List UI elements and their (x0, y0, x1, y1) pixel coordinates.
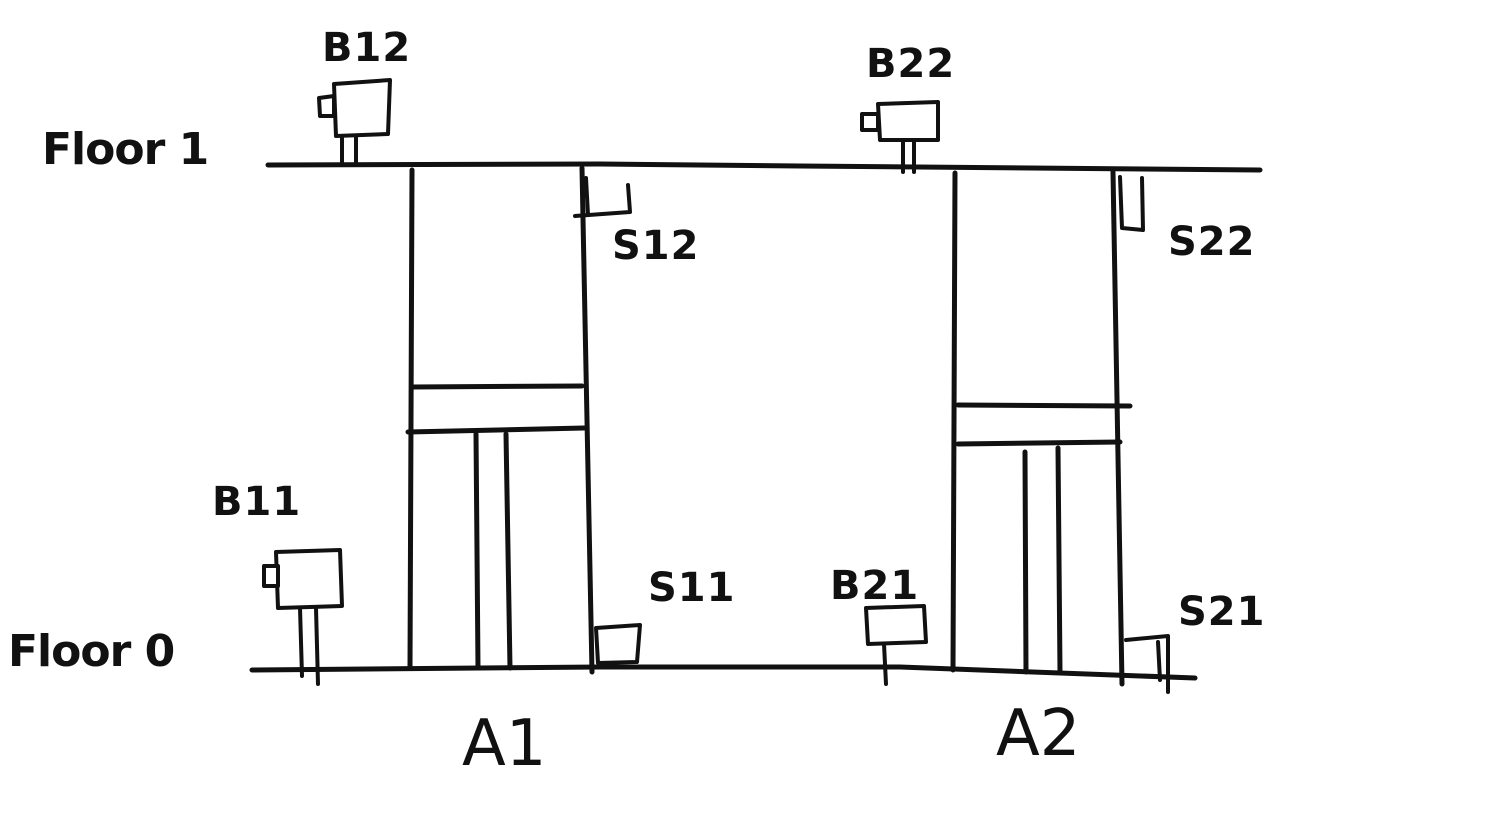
shaft-a1-right-wall (582, 168, 592, 672)
sensor-s11-label: S11 (648, 568, 735, 608)
rail-a2-left (1025, 452, 1026, 672)
elevator-shaft-a2 (953, 172, 1130, 684)
shaft-a2-right-wall (1113, 172, 1122, 684)
rail-a1-right (506, 434, 510, 668)
floor-1-line (268, 164, 1260, 170)
button-b21-label: B21 (830, 566, 919, 606)
elevator-a2-label: A2 (996, 702, 1081, 766)
cabin-a2-bottom (958, 442, 1120, 444)
sensor-s11 (596, 625, 640, 663)
floor-0-line (252, 667, 1195, 678)
cabin-a2-top (958, 405, 1130, 406)
elevator-shaft-a1 (408, 168, 592, 672)
floor-1-label: Floor 1 (42, 128, 208, 172)
rail-a2-right (1058, 448, 1060, 672)
sensor-s21-label: S21 (1178, 592, 1265, 632)
cabin-a1-bottom (408, 428, 584, 432)
shaft-a2-left-wall (953, 173, 955, 670)
shaft-a1-left-wall (410, 170, 412, 668)
sensor-s12-label: S12 (612, 226, 699, 266)
button-b21 (866, 606, 926, 684)
sensor-s22 (1120, 177, 1143, 230)
button-b11 (264, 550, 342, 684)
rail-a1-left (476, 434, 478, 668)
button-b11-label: B11 (212, 482, 301, 522)
button-b12-label: B12 (322, 28, 411, 68)
button-b22 (862, 102, 938, 172)
cabin-a1-top (412, 386, 582, 387)
elevator-a1-label: A1 (462, 712, 547, 776)
button-b12 (319, 80, 390, 164)
sensor-s22-label: S22 (1168, 222, 1255, 262)
floor-0-label: Floor 0 (8, 630, 174, 674)
button-b22-label: B22 (866, 44, 955, 84)
sensor-s21 (1126, 636, 1168, 692)
